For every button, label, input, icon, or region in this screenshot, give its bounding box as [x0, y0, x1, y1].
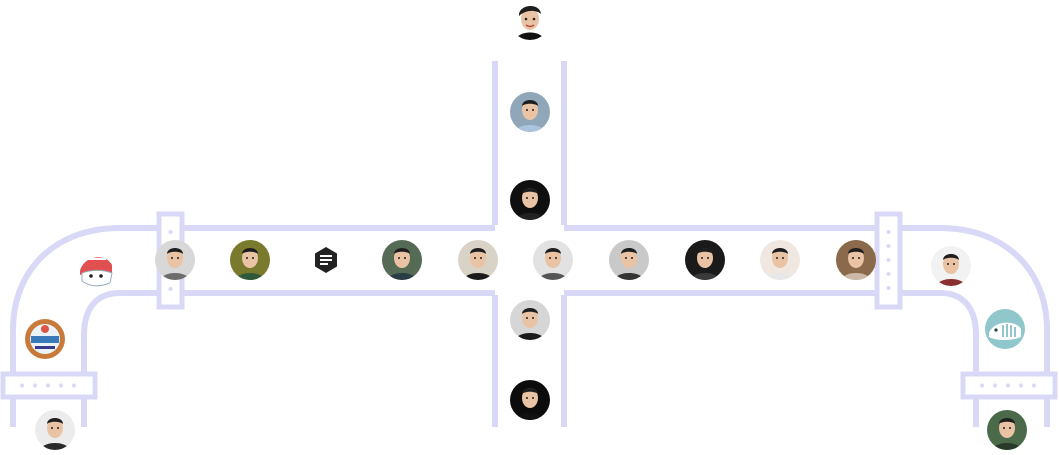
right-elbow-outer — [939, 225, 1050, 427]
avatar-h-left-2 — [230, 240, 270, 280]
left-exit-flange — [0, 371, 98, 400]
avatar-h-right-1 — [609, 240, 649, 280]
avatar-cartoon-top — [510, 0, 550, 40]
avatar-center — [533, 240, 573, 280]
avatar-left-curve-top — [76, 249, 116, 289]
avatar-v-lower-1 — [510, 300, 550, 340]
avatar-v-upper-2 — [510, 180, 550, 220]
avatar-h-left-5 — [458, 240, 498, 280]
avatar-h-left-4 — [382, 240, 422, 280]
left-elbow-inner — [81, 290, 121, 427]
avatar-h-right-3 — [760, 240, 800, 280]
avatar-h-right-2 — [685, 240, 725, 280]
right-elbow-inner — [939, 290, 979, 427]
avatar-h-left-1 — [155, 240, 195, 280]
avatar-right-curve-bottom — [985, 309, 1025, 349]
avatar-left-exit — [35, 410, 75, 450]
avatar-h-right-4 — [836, 240, 876, 280]
avatar-right-curve-top — [931, 246, 971, 286]
right-exit-flange — [960, 371, 1058, 400]
avatar-left-curve-bottom — [25, 319, 65, 359]
avatar-h-left-3 — [306, 240, 346, 280]
avatar-v-upper-1 — [510, 92, 550, 132]
right-pipe-bracket — [874, 211, 903, 310]
avatar-v-lower-2 — [510, 380, 550, 420]
left-elbow-outer — [10, 225, 121, 427]
avatar-right-exit — [987, 410, 1027, 450]
